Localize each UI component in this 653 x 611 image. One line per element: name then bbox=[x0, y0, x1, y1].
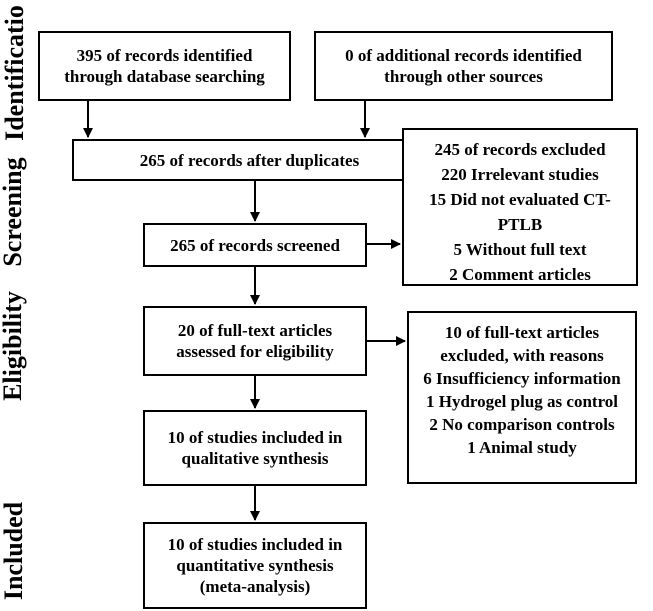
box-text-line: 15 Did not evaluated CT- bbox=[429, 190, 611, 209]
box-fulltext-assessed: 20 of full-text articles assessed for eli… bbox=[143, 306, 367, 376]
box-text-line: 265 of records after duplicates bbox=[139, 150, 360, 170]
stage-label-screening: Screening bbox=[0, 157, 27, 267]
box-text-line: 2 Comment articles bbox=[449, 265, 591, 284]
box-text-line: 395 of records identified bbox=[76, 46, 253, 65]
box-records-screened: 265 of records screened bbox=[143, 223, 367, 267]
box-text-line: excluded, with reasons bbox=[440, 346, 604, 365]
stage-label-included: Included bbox=[0, 501, 28, 601]
box-fulltext-excluded: 10 of full-text articles excluded, with r… bbox=[407, 311, 637, 484]
box-text-line: 1 Animal study bbox=[467, 438, 577, 457]
box-text-line: 220 Irrelevant studies bbox=[441, 165, 599, 184]
box-text-line: 10 of full-text articles bbox=[444, 323, 600, 342]
box-text-line: 245 of records excluded bbox=[434, 140, 606, 159]
box-text-line: through other sources bbox=[384, 67, 543, 86]
box-text-line: 10 of studies included in bbox=[167, 535, 343, 554]
box-quantitative-synthesis: 10 of studies included in quantitative sy… bbox=[143, 522, 367, 609]
box-text-line: quantitative synthesis bbox=[176, 556, 334, 575]
box-text-line: assessed for eligibility bbox=[176, 342, 334, 361]
box-records-excluded-screening: 245 of records excluded 220 Irrelevant st… bbox=[402, 128, 638, 286]
box-text-line: 10 of studies included in bbox=[167, 428, 343, 447]
box-text-line: 0 of additional records identified bbox=[345, 46, 582, 65]
stage-label-identification: Identificatio bbox=[0, 5, 29, 141]
box-text-line: 20 of full-text articles bbox=[177, 321, 333, 340]
box-qualitative-synthesis: 10 of studies included in qualitative syn… bbox=[143, 410, 367, 486]
box-text-line: through database searching bbox=[64, 67, 265, 86]
box-other-sources: 0 of additional records identified throug… bbox=[314, 31, 613, 101]
box-text-line: (meta-analysis) bbox=[199, 577, 311, 596]
box-text-line: PTLB bbox=[497, 215, 543, 234]
box-text-line: 2 No comparison controls bbox=[429, 415, 615, 434]
box-records-after-duplicates: 265 of records after duplicates bbox=[72, 139, 427, 181]
box-text-line: 265 of records screened bbox=[170, 235, 340, 255]
stage-label-eligibility: Eligibility bbox=[0, 291, 27, 401]
box-text-line: qualitative synthesis bbox=[181, 449, 329, 468]
box-text-line: 1 Hydrogel plug as control bbox=[425, 392, 619, 411]
box-text-line: 5 Without full text bbox=[453, 240, 587, 259]
box-text-line: 6 Insufficiency information bbox=[423, 369, 621, 388]
box-database-search: 395 of records identified through databas… bbox=[38, 31, 291, 101]
